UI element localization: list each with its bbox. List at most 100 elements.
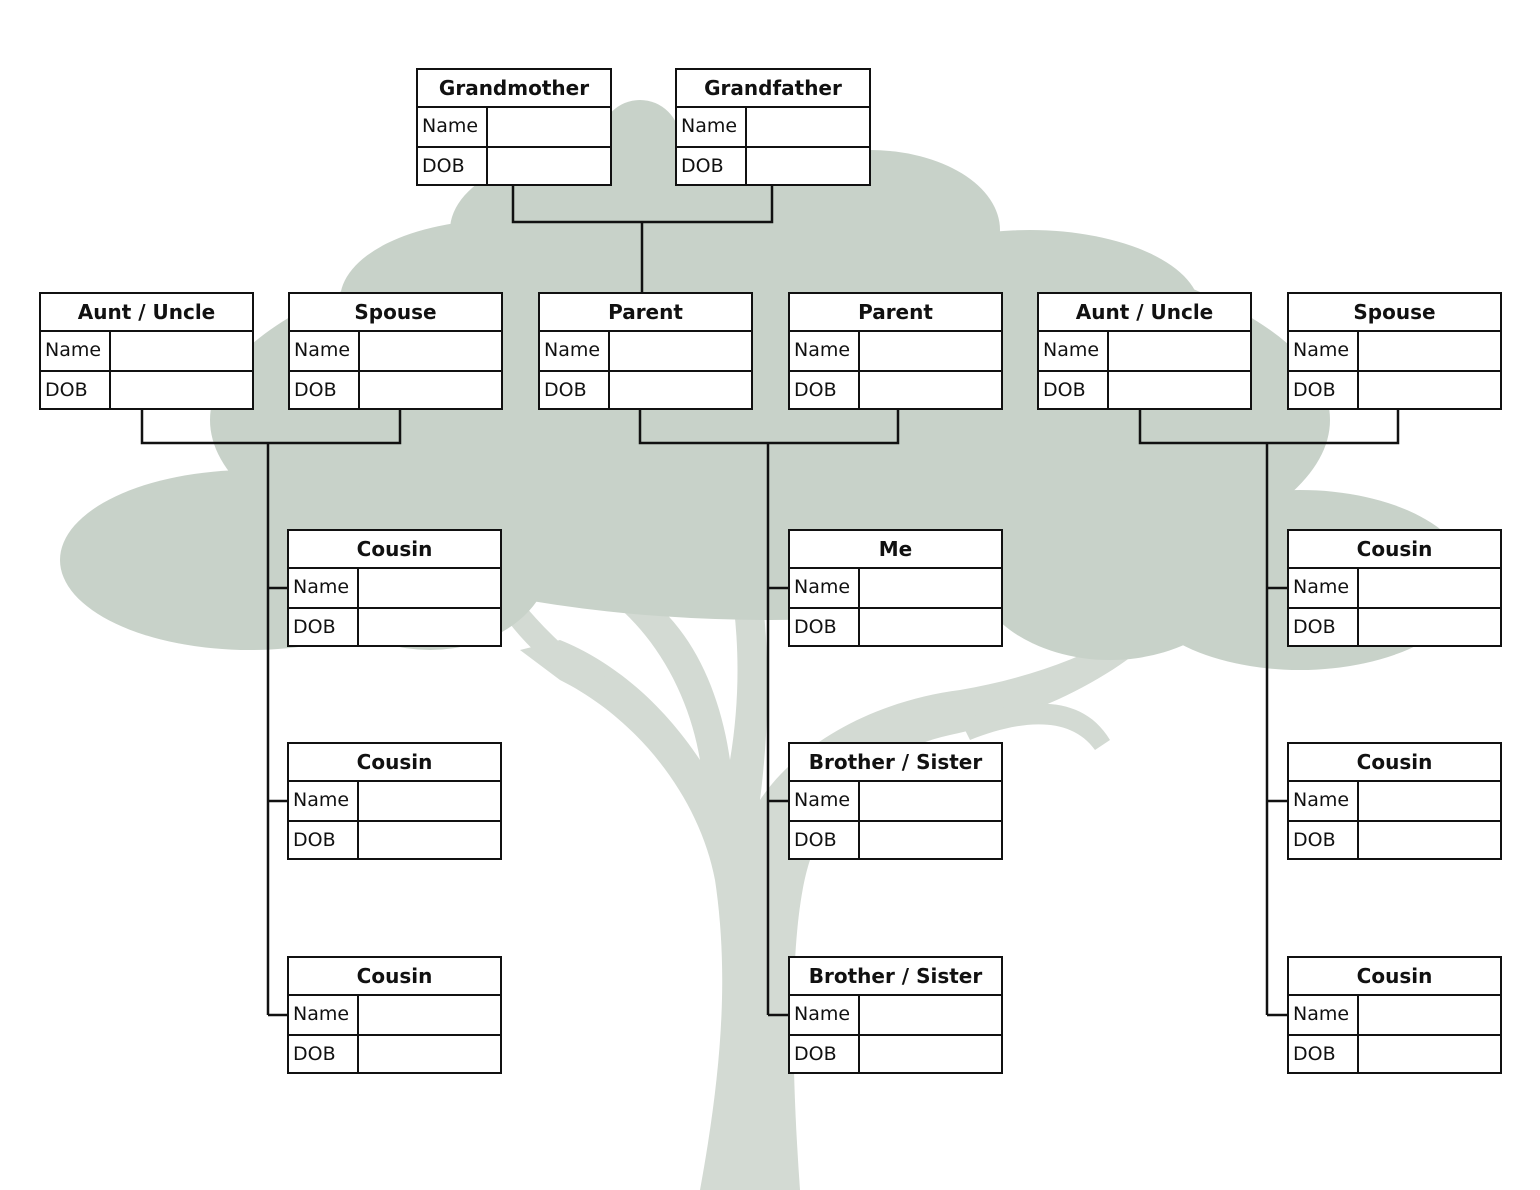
- dob-field-input[interactable]: [359, 1036, 500, 1072]
- dob-field-label: DOB: [790, 609, 860, 645]
- dob-field-label: DOB: [677, 148, 747, 184]
- name-field-input[interactable]: [860, 332, 1001, 370]
- parents-connector: [638, 408, 900, 1017]
- dob-field-input[interactable]: [111, 372, 252, 408]
- dob-field-input[interactable]: [860, 822, 1001, 858]
- dob-field-row: DOB: [790, 820, 1001, 858]
- dob-field-input[interactable]: [359, 822, 500, 858]
- card-title: Aunt / Uncle: [1039, 294, 1250, 332]
- dob-field-input[interactable]: [360, 372, 501, 408]
- dob-field-label: DOB: [290, 372, 360, 408]
- name-field-row: Name: [790, 782, 1001, 820]
- dob-field-label: DOB: [540, 372, 610, 408]
- name-field-input[interactable]: [747, 108, 869, 146]
- dob-field-label: DOB: [1289, 372, 1359, 408]
- dob-field-row: DOB: [790, 1034, 1001, 1072]
- tree-trunk: [500, 580, 1140, 1190]
- grandparents-connector: [511, 185, 774, 292]
- name-field-input[interactable]: [1359, 782, 1500, 820]
- name-field-row: Name: [677, 108, 869, 146]
- dob-field-label: DOB: [790, 822, 860, 858]
- dob-field-label: DOB: [1289, 822, 1359, 858]
- dob-field-row: DOB: [1289, 820, 1500, 858]
- dob-field-input[interactable]: [860, 372, 1001, 408]
- card-title: Me: [790, 531, 1001, 569]
- dob-field-input[interactable]: [488, 148, 610, 184]
- name-field-label: Name: [540, 332, 610, 370]
- name-field-input[interactable]: [111, 332, 252, 370]
- dob-field-input[interactable]: [1359, 822, 1500, 858]
- dob-field-input[interactable]: [1359, 1036, 1500, 1072]
- dob-field-input[interactable]: [860, 1036, 1001, 1072]
- name-field-row: Name: [290, 332, 501, 370]
- dob-field-label: DOB: [418, 148, 488, 184]
- name-field-input[interactable]: [488, 108, 610, 146]
- name-field-input[interactable]: [360, 332, 501, 370]
- dob-field-row: DOB: [790, 607, 1001, 645]
- name-field-input[interactable]: [359, 569, 500, 607]
- card-title: Grandmother: [418, 70, 610, 108]
- name-field-input[interactable]: [1359, 996, 1500, 1034]
- name-field-row: Name: [289, 569, 500, 607]
- name-field-row: Name: [1289, 569, 1500, 607]
- dob-field-input[interactable]: [860, 609, 1001, 645]
- dob-field-row: DOB: [1289, 607, 1500, 645]
- name-field-label: Name: [1289, 996, 1359, 1034]
- name-field-row: Name: [1289, 996, 1500, 1034]
- dob-field-input[interactable]: [359, 609, 500, 645]
- dob-field-row: DOB: [540, 370, 751, 408]
- name-field-input[interactable]: [860, 996, 1001, 1034]
- name-field-row: Name: [540, 332, 751, 370]
- name-field-input[interactable]: [1359, 569, 1500, 607]
- dob-field-row: DOB: [289, 1034, 500, 1072]
- name-field-input[interactable]: [860, 782, 1001, 820]
- name-field-input[interactable]: [610, 332, 751, 370]
- card-title: Aunt / Uncle: [41, 294, 252, 332]
- left-couple-connector: [140, 408, 402, 1017]
- name-field-input[interactable]: [1109, 332, 1250, 370]
- card-title: Parent: [790, 294, 1001, 332]
- name-field-input[interactable]: [1359, 332, 1500, 370]
- name-field-label: Name: [1289, 332, 1359, 370]
- name-field-input[interactable]: [359, 782, 500, 820]
- card-title: Cousin: [289, 958, 500, 996]
- name-field-row: Name: [289, 782, 500, 820]
- name-field-row: Name: [289, 996, 500, 1034]
- dob-field-row: DOB: [1289, 1034, 1500, 1072]
- name-field-row: Name: [1289, 782, 1500, 820]
- dob-field-input[interactable]: [1359, 372, 1500, 408]
- name-field-label: Name: [790, 996, 860, 1034]
- name-field-row: Name: [790, 332, 1001, 370]
- dob-field-label: DOB: [1289, 609, 1359, 645]
- name-field-row: Name: [41, 332, 252, 370]
- dob-field-label: DOB: [1039, 372, 1109, 408]
- card-title: Spouse: [290, 294, 501, 332]
- dob-field-label: DOB: [790, 372, 860, 408]
- dob-field-input[interactable]: [747, 148, 869, 184]
- card-title: Cousin: [289, 531, 500, 569]
- name-field-input[interactable]: [860, 569, 1001, 607]
- card-title: Cousin: [289, 744, 500, 782]
- name-field-label: Name: [1039, 332, 1109, 370]
- dob-field-row: DOB: [1039, 370, 1250, 408]
- card-title: Brother / Sister: [790, 958, 1001, 996]
- dob-field-row: DOB: [41, 370, 252, 408]
- name-field-label: Name: [1289, 569, 1359, 607]
- dob-field-label: DOB: [790, 1036, 860, 1072]
- dob-field-input[interactable]: [1359, 609, 1500, 645]
- dob-field-input[interactable]: [610, 372, 751, 408]
- name-field-input[interactable]: [359, 996, 500, 1034]
- dob-field-input[interactable]: [1109, 372, 1250, 408]
